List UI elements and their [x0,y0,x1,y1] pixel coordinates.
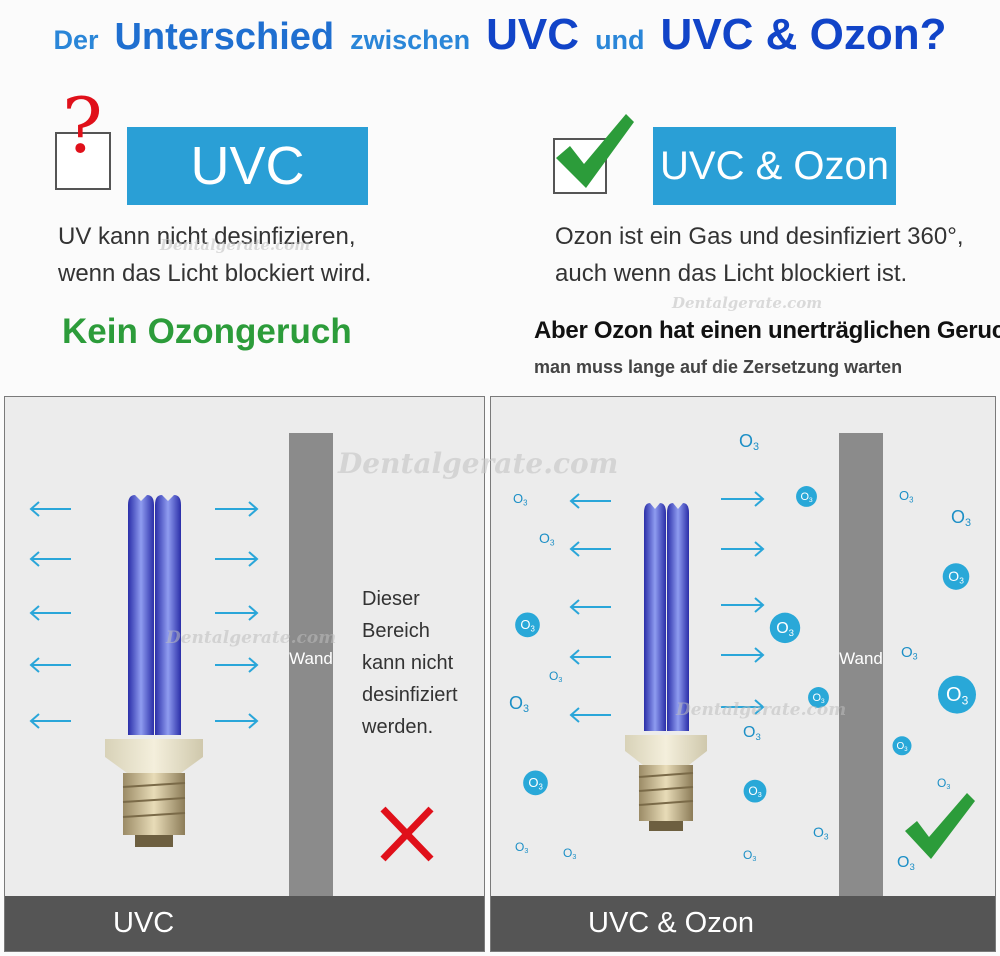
uv-lamp-icon [105,495,203,847]
ozone-molecule-icon: O3 [549,669,562,684]
blocked-area-line: Dieser [362,588,420,610]
svg-text:O3: O3 [813,824,829,842]
watermark: Dentalgerate.com [672,294,823,312]
wall-label: Wand [289,649,333,668]
ozone-molecule-icon: O3 [743,848,756,863]
ozone-molecule-icon: O3 [897,854,915,873]
uvc-ozon-panel: Wand [490,396,996,952]
svg-text:O3: O3 [897,854,915,873]
ozone-molecule-icon: O3 [901,644,918,662]
uvc-panel-footer: UVC [5,896,484,951]
title-word-zwischen: zwischen [350,25,471,55]
light-arrows [29,501,259,729]
uvc-description: UV kann nicht desinfizieren, wenn das Li… [58,218,388,292]
ozone-molecule-icon: O3 [515,612,540,638]
uvc-illustration [29,495,434,862]
svg-text:O3: O3 [513,491,527,507]
ozone-molecule-icon: O3 [743,779,767,803]
ozone-molecule-icon: O3 [539,530,555,548]
svg-text:O3: O3 [951,507,971,529]
ozone-molecule-icon: O3 [515,840,528,855]
ozone-molecule-icon: O3 [523,770,548,796]
light-arrows [569,491,765,723]
title-word-uvc: UVC [486,10,580,59]
title-word-uvc-ozon: UVC & Ozon? [660,10,947,59]
ozone-molecule-icon: O3 [509,693,529,715]
uvc-ozon-headline: Aber Ozon hat einen unerträglichen Geruc… [534,317,1000,344]
title-word-der: Der [53,25,99,55]
wall-label: Wand [839,649,883,668]
checkmark-icon [556,114,634,188]
wall: Wand [839,433,883,899]
svg-text:O3: O3 [549,669,562,684]
svg-text:O3: O3 [901,644,918,662]
svg-text:O3: O3 [743,848,756,863]
ozone-molecule-icon: O3 [813,824,829,842]
uvc-headline: Kein Ozongeruch [62,312,352,351]
blocked-area-line: desinfiziert [362,684,458,706]
svg-text:O3: O3 [563,846,576,861]
ozone-molecule-icon: O3 [938,675,976,714]
ozone-molecule-icon: O3 [899,488,913,504]
svg-text:O3: O3 [899,488,913,504]
blocked-area-text: Dieser Bereich kann nicht desinfiziert w… [362,583,472,743]
title-word-und: und [595,25,645,55]
ozone-molecule-icon: O3 [808,687,829,708]
ozone-molecule-icon: O3 [563,846,576,861]
uvc-ozon-panel-footer: UVC & Ozon [491,896,995,951]
checkmark-icon [905,793,975,859]
svg-text:O3: O3 [937,776,950,791]
ozone-molecule-icon: O3 [937,776,950,791]
ozone-molecule-icon: O3 [951,507,971,529]
uvc-ozon-label: UVC & Ozon [653,127,896,205]
ozone-molecule-icon: O3 [513,491,527,507]
uvc-label: UVC [127,127,368,205]
question-box [55,132,111,190]
ozone-molecule-icon: O3 [796,486,817,507]
uvc-ozon-description-line: Ozon ist ein Gas und desinfiziert 360°, [555,223,964,250]
uvc-description-line: wenn das Licht blockiert wird. [58,260,372,287]
title-word-unterschied: Unterschied [114,16,335,58]
uvc-ozon-description-line: auch wenn das Licht blockiert ist. [555,260,908,287]
ozone-molecule-icon: O3 [892,736,912,756]
uvc-ozon-subline: man muss lange auf die Zersetzung warten [534,357,903,377]
blocked-area-line: werden. [362,716,434,738]
svg-text:O3: O3 [539,530,555,548]
cross-icon [380,806,434,862]
blocked-area-line: Bereich [362,620,430,642]
ozone-molecule-icon: O3 [769,612,801,644]
blocked-area-line: kann nicht [362,652,454,674]
svg-text:O3: O3 [743,724,761,743]
svg-text:O3: O3 [739,431,759,453]
uv-lamp-icon [625,503,707,831]
uvc-ozon-description: Ozon ist ein Gas und desinfiziert 360°, … [555,218,975,292]
uvc-panel: Wand Dieser Bereich kann nicht desinfizi… [4,396,485,952]
ozone-molecule-icon: O3 [739,431,759,453]
svg-text:O3: O3 [509,693,529,715]
ozone-molecule-icon: O3 [743,724,761,743]
uvc-description-line: UV kann nicht desinfizieren, [58,223,356,250]
svg-text:O3: O3 [897,741,909,753]
svg-text:O3: O3 [515,840,528,855]
wall: Wand [289,433,333,899]
page-title: Der Unterschied zwischen UVC und UVC & O… [0,10,1000,72]
ozone-molecule-icon: O3 [942,563,970,590]
question-mark-icon: ? [62,81,103,170]
